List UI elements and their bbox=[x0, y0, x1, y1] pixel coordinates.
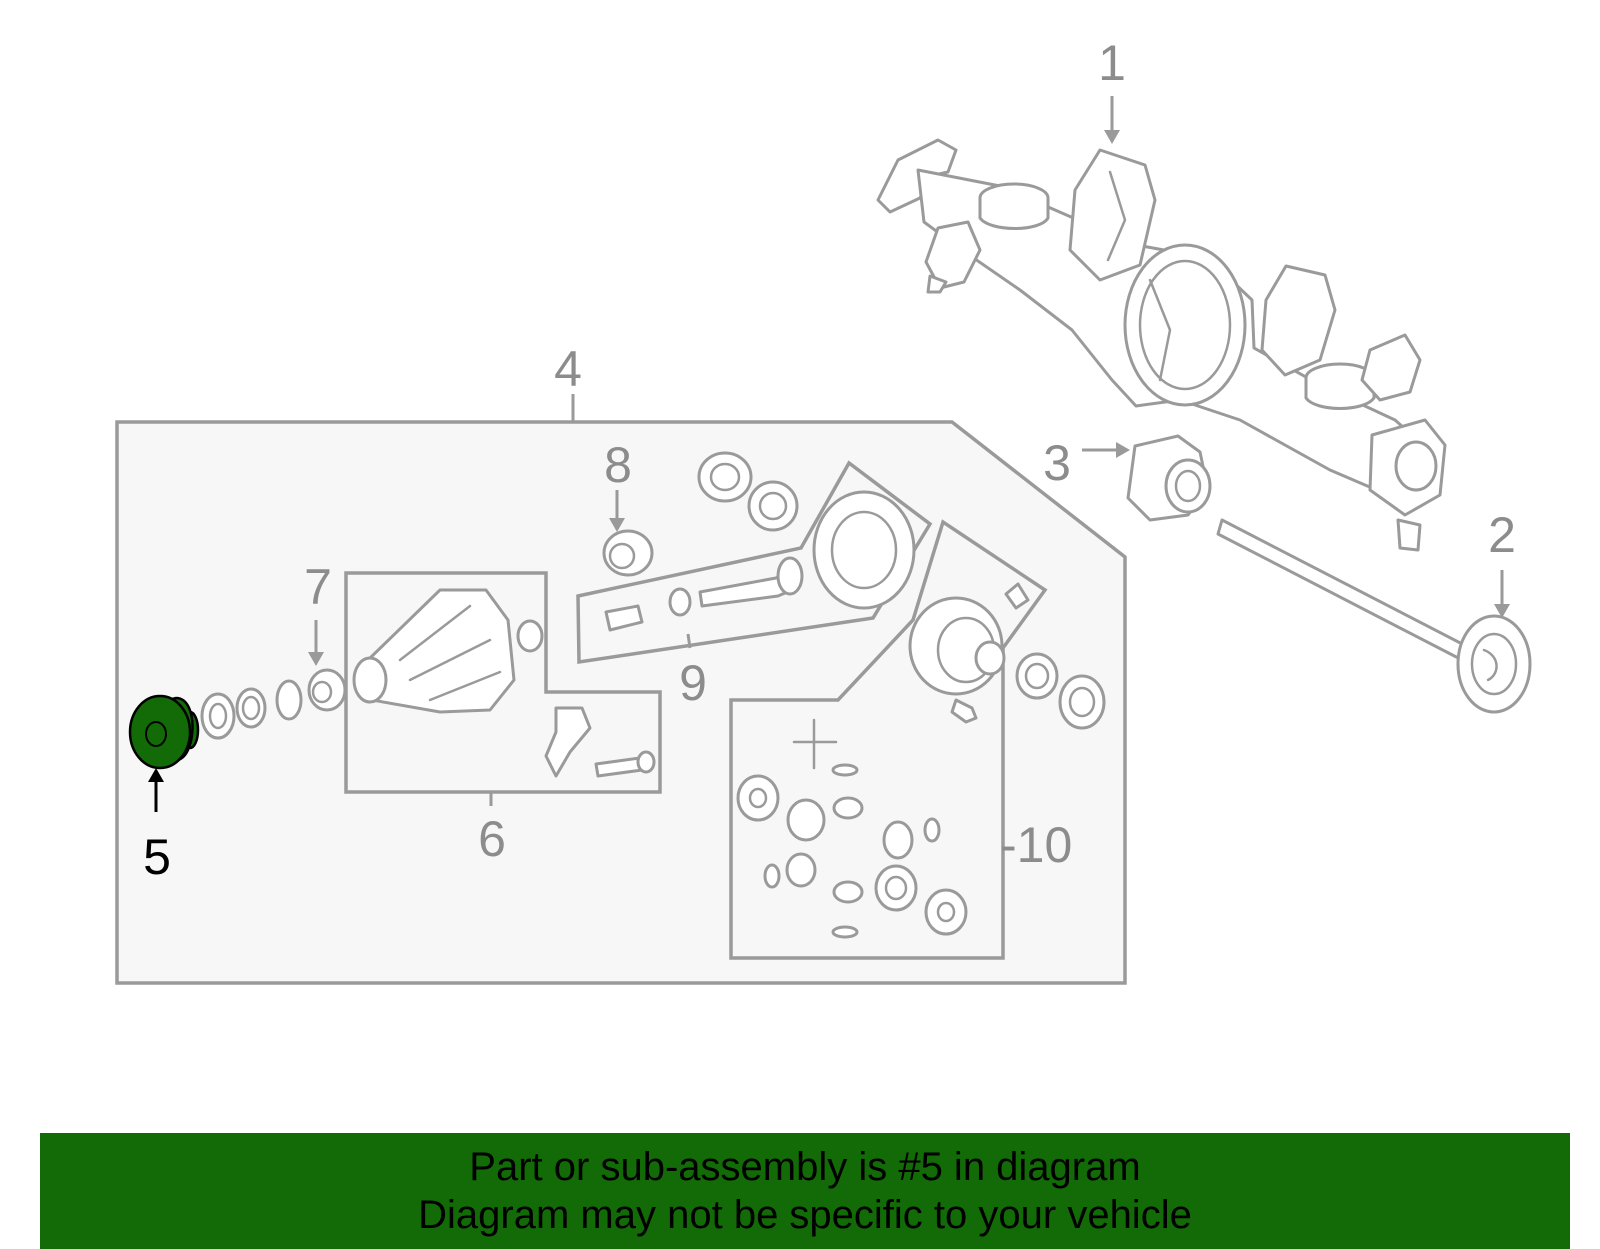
bearing-part-8 bbox=[602, 529, 654, 577]
carrier-case-part-6 bbox=[352, 588, 656, 778]
label-7: 7 bbox=[304, 559, 332, 615]
info-banner: Part or sub-assembly is #5 in diagram Di… bbox=[40, 1133, 1570, 1249]
differential-parts-10 bbox=[736, 582, 1106, 939]
arrow-head-8 bbox=[609, 518, 625, 532]
banner-line-2: Diagram may not be specific to your vehi… bbox=[418, 1193, 1192, 1237]
axle-shaft-part-2 bbox=[1216, 518, 1532, 714]
shim-stack bbox=[200, 679, 303, 740]
label-6: 6 bbox=[478, 811, 506, 867]
arrow-head-7 bbox=[308, 652, 324, 666]
label-9: 9 bbox=[679, 655, 707, 711]
companion-flange-part-5 bbox=[128, 694, 200, 770]
arrow-head-5 bbox=[148, 768, 164, 782]
label-3: 3 bbox=[1043, 435, 1071, 491]
arrow-head-1 bbox=[1104, 130, 1120, 144]
arrow-head-3 bbox=[1116, 442, 1130, 458]
ring-pinion-parts-9 bbox=[604, 490, 916, 632]
leader-9 bbox=[686, 633, 692, 649]
label-8: 8 bbox=[604, 437, 632, 493]
axle-housing-part-1 bbox=[876, 138, 1447, 552]
label-10: -10 bbox=[1000, 817, 1072, 873]
seal-part-7 bbox=[307, 668, 347, 712]
banner-line-1: Part or sub-assembly is #5 in diagram bbox=[469, 1145, 1141, 1189]
label-4: 4 bbox=[554, 341, 582, 397]
label-2: 2 bbox=[1488, 507, 1516, 563]
arrow-head-2 bbox=[1494, 604, 1510, 618]
hub-bearing-part-3 bbox=[1126, 434, 1212, 522]
label-5: 5 bbox=[143, 829, 171, 885]
label-1: 1 bbox=[1098, 35, 1126, 91]
bearings-upper bbox=[697, 451, 799, 532]
